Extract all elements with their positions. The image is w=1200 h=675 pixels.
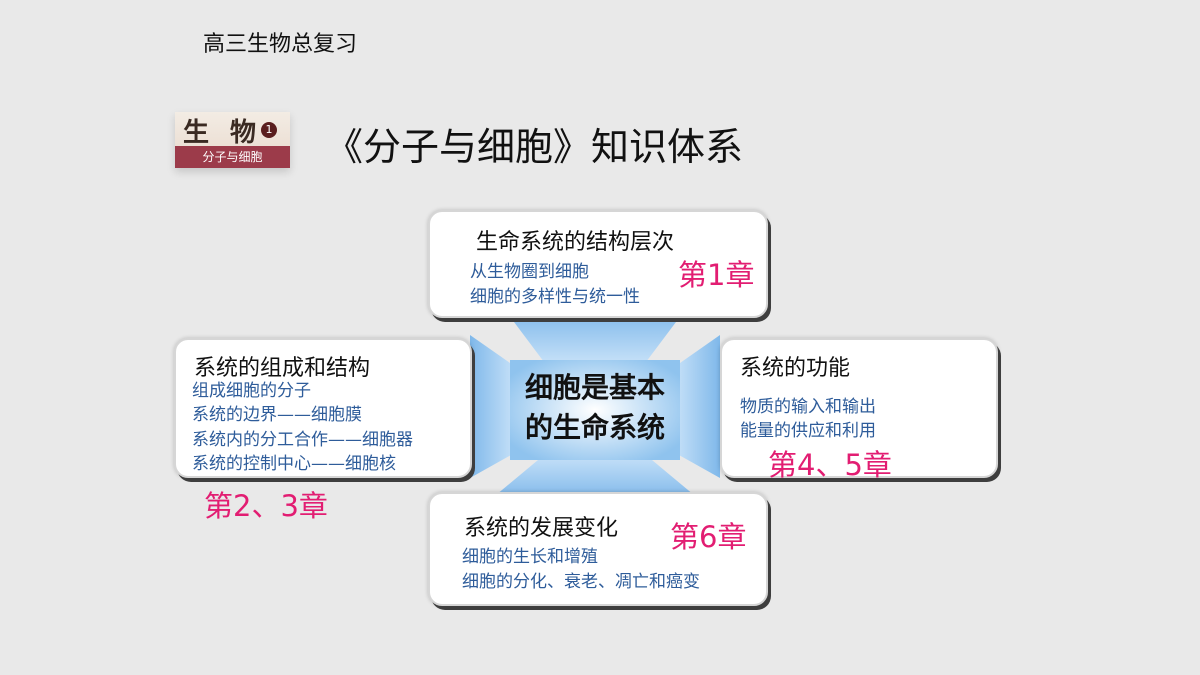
hub-label-line2: 的生命系统	[524, 411, 665, 444]
card-composition-structure: 系统的组成和结构 组成细胞的分子 系统的边界——细胞膜 系统内的分工合作——细胞…	[174, 338, 472, 478]
book-volume-badge: 1	[261, 122, 277, 138]
connector-bottom	[490, 450, 700, 500]
card-item: 组成细胞的分子	[192, 381, 311, 401]
connector-left	[470, 335, 520, 478]
card-item: 细胞的分化、衰老、凋亡和癌变	[462, 572, 700, 592]
card-development: 系统的发展变化 细胞的生长和增殖 细胞的分化、衰老、凋亡和癌变 第6章	[428, 492, 768, 606]
card-heading: 系统的发展变化	[464, 516, 619, 541]
card-item: 系统内的分工合作——细胞器	[192, 430, 413, 450]
chapter-label: 第4、5章	[768, 448, 892, 482]
hub-label-line1: 细胞是基本	[524, 371, 665, 404]
book-band	[175, 146, 290, 168]
card-function: 系统的功能 物质的输入和输出 能量的供应和利用 第4、5章	[720, 338, 998, 482]
card-item: 系统的控制中心——细胞核	[192, 454, 396, 474]
card-item: 从生物圈到细胞	[470, 262, 589, 282]
hub-label: 细胞是基本 的生命系统	[505, 368, 685, 448]
card-item: 细胞的多样性与统一性	[470, 287, 640, 307]
connector-right	[670, 335, 720, 478]
card-item: 细胞的生长和增殖	[462, 547, 598, 567]
card-heading: 生命系统的结构层次	[476, 230, 675, 255]
page-header: 高三生物总复习	[203, 32, 358, 57]
book-subtitle: 分子与细胞	[202, 150, 263, 164]
book-title: 生 物	[183, 118, 263, 148]
card-structure-levels: 生命系统的结构层次 从生物圈到细胞 细胞的多样性与统一性 第1章	[428, 210, 768, 318]
chapter-label: 第6章	[670, 520, 747, 554]
card-item: 系统的边界——细胞膜	[192, 405, 362, 425]
chapter-label: 第2、3章	[204, 489, 328, 523]
chapter-label: 第1章	[678, 258, 755, 292]
card-heading: 系统的组成和结构	[194, 356, 371, 381]
card-heading: 系统的功能	[740, 356, 851, 381]
card-item: 物质的输入和输出	[740, 397, 876, 417]
slide-title: 《分子与细胞》知识体系	[325, 125, 744, 169]
textbook-cover-image: 生 物 1 分子与细胞	[175, 112, 290, 168]
hub-center	[510, 360, 680, 460]
card-item: 能量的供应和利用	[740, 421, 876, 441]
connector-top	[505, 310, 685, 370]
